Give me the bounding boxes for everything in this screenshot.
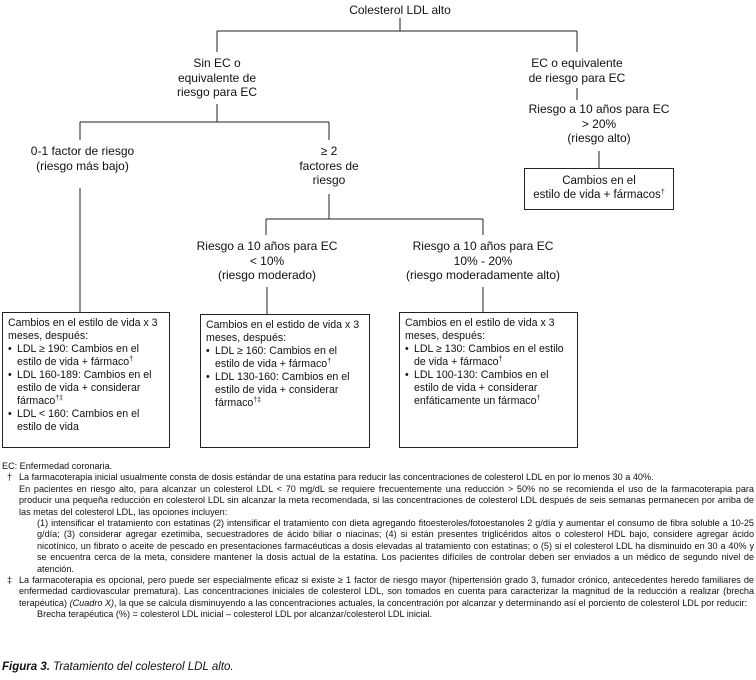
dagger-mark: †: [327, 358, 332, 365]
flowchart-connectors: [79, 18, 600, 314]
node-ec-line: de riesgo para EC: [528, 70, 626, 85]
cuadro-reference: (Cuadro X): [69, 597, 115, 608]
dagger-mark: †: [129, 356, 134, 363]
list-item: LDL ≥ 130: Cambios en el estilo de vida …: [405, 343, 572, 369]
list-item: LDL 160-189: Cambios en el estilo de vid…: [8, 369, 164, 408]
dagger-mark: †: [660, 189, 665, 196]
footnote-ddagger: ‡ La farmacoterapia es opcional, pero pu…: [2, 575, 754, 621]
node-root: Colesterol LDL alto: [300, 3, 500, 18]
list-item: LDL ≥ 160: Cambios en el estilo de vida …: [206, 345, 364, 371]
list-item: LDL 100-130: Cambios en el estilo de vid…: [405, 369, 572, 408]
node-ec: EC o equivalente de riesgo para EC: [492, 56, 662, 85]
box-moderado: Cambios en el estido de vida x 3 meses, …: [200, 314, 370, 448]
node-sin-ec: Sin EC o equivalente de riesgo para EC: [137, 56, 297, 100]
box-alto-line: Cambios en el: [562, 175, 636, 187]
node-mod-alto-line: (riesgo moderadamente alto): [405, 268, 561, 282]
node-factor-01-line: 0-1 factor de riesgo: [30, 144, 135, 158]
node-factor-2-line: factores de: [299, 158, 359, 173]
footnote-ec: EC: Enfermedad coronaria.: [2, 461, 113, 471]
footnote-dagger-text: La farmacoterapia inicial usualmente con…: [19, 472, 754, 575]
node-factor-2: ≥ 2 factores de riesgo: [284, 144, 374, 188]
node-ec-riesgo-line: > 20%: [581, 116, 617, 131]
list-item: LDL 130-160: Cambios en el estilo de vid…: [206, 371, 364, 410]
node-ec-riesgo-line: (riesgo alto): [567, 131, 631, 145]
node-moderado-line: (riesgo moderado): [217, 268, 317, 282]
box-mod-alto-intro: Cambios en el estilo de vida x 3 meses, …: [405, 317, 555, 342]
box-bajo-intro: Cambios en el estilo de vida x 3 meses, …: [8, 317, 158, 342]
box-bajo-list: LDL ≥ 190: Cambios en el estilo de vida …: [8, 343, 164, 434]
footnote-paragraph: La farmacoterapia es opcional, pero pued…: [19, 575, 754, 608]
node-moderado-line: < 10%: [249, 253, 285, 268]
node-factor-01: 0-1 factor de riesgo (riesgo más bajo): [10, 144, 155, 173]
node-factor-2-line: riesgo: [312, 173, 346, 187]
footnote-ddagger-text: La farmacoterapia es opcional, pero pued…: [19, 575, 754, 621]
node-sin-ec-line: riesgo para EC: [176, 85, 258, 99]
footnote-paragraph: La farmacoterapia inicial usualmente con…: [19, 472, 654, 483]
footnote-ddagger-symbol: ‡: [7, 575, 13, 586]
node-factor-01-line: (riesgo más bajo): [36, 158, 129, 173]
footnote-options: (1) intensificar el tratamiento con esta…: [37, 518, 754, 574]
node-sin-ec-line: equivalente de: [177, 70, 257, 85]
node-mod-alto-line: Riesgo a 10 años para EC: [412, 239, 554, 253]
figure-caption-text: Tratamiento del colesterol LDL alto.: [49, 661, 234, 673]
node-root-label: Colesterol LDL alto: [349, 3, 451, 17]
list-item: LDL ≥ 190: Cambios en el estilo de vida …: [8, 343, 164, 369]
box-moderado-list: LDL ≥ 160: Cambios en el estilo de vida …: [206, 345, 364, 410]
box-mod-alto-list: LDL ≥ 130: Cambios en el estilo de vida …: [405, 343, 572, 408]
box-alto: Cambios en el estilo de vida + fármacos†: [524, 168, 674, 210]
node-mod-alto-line: 10% - 20%: [453, 253, 513, 268]
box-alto-line: estilo de vida + fármacos†: [533, 189, 665, 201]
dagger-ddagger-mark: †‡: [253, 397, 262, 404]
dagger-mark: †: [498, 356, 503, 363]
box-mod-alto: Cambios en el estilo de vida x 3 meses, …: [399, 312, 578, 448]
node-sin-ec-line: Sin EC o: [193, 56, 241, 70]
list-item: LDL < 160: Cambios en el estilo de vida: [8, 408, 164, 434]
figure-caption: Figura 3. Tratamiento del colesterol LDL…: [2, 661, 234, 673]
footnote-paragraph: En pacientes en riesgo alto, para alcanz…: [19, 483, 754, 517]
node-ec-line: EC o equivalente: [531, 56, 623, 70]
node-ec-riesgo-line: Riesgo a 10 años para EC: [528, 102, 670, 116]
box-moderado-intro: Cambios en el estido de vida x 3 meses, …: [206, 319, 360, 344]
footnote-formula: Brecha terapéutica (%) = colesterol LDL …: [37, 609, 433, 620]
footnote-dagger-symbol: †: [7, 472, 13, 483]
dagger-ddagger-mark: †‡: [55, 395, 64, 402]
node-factor-2-line: ≥ 2: [320, 144, 338, 158]
footnote-dagger: † La farmacoterapia inicial usualmente c…: [2, 472, 754, 575]
footnotes: EC: Enfermedad coronaria. † La farmacote…: [2, 461, 754, 621]
dagger-mark: †: [536, 395, 541, 402]
node-moderado-line: Riesgo a 10 años para EC: [196, 239, 338, 253]
node-moderado: Riesgo a 10 años para EC < 10% (riesgo m…: [167, 239, 367, 283]
node-mod-alto: Riesgo a 10 años para EC 10% - 20% (ries…: [383, 239, 583, 283]
node-ec-riesgo: Riesgo a 10 años para EC > 20% (riesgo a…: [499, 102, 699, 146]
box-bajo: Cambios en el estilo de vida x 3 meses, …: [2, 312, 170, 448]
figure-caption-label: Figura 3.: [2, 661, 50, 673]
